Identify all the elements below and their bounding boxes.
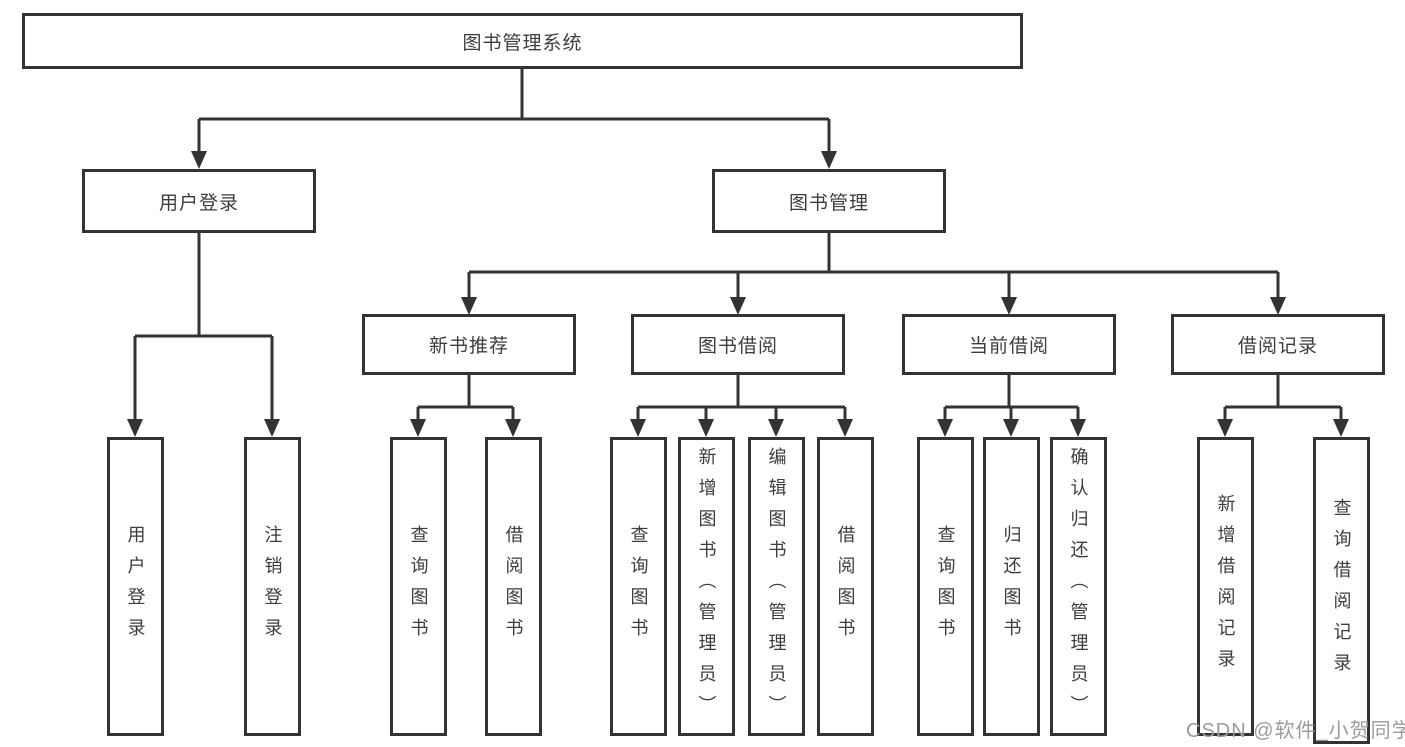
node-book-borrowing: 图书借阅 bbox=[631, 314, 845, 375]
node-current-borrowing-label: 当前借阅 bbox=[968, 336, 1049, 357]
leaf-newrec-query-books: 查询图书 bbox=[390, 437, 447, 736]
leaf-current-return-books: 归还图书 bbox=[983, 437, 1040, 736]
leaf-borrow-add-books-admin: 新增图书（管理员） bbox=[678, 437, 735, 736]
node-book-management: 图书管理 bbox=[712, 169, 946, 233]
csdn-watermark: CSDN @软件_小贺同学 bbox=[1186, 720, 1405, 742]
leaf-borrow-borrow-books: 借阅图书 bbox=[817, 437, 874, 736]
node-borrowing-records: 借阅记录 bbox=[1171, 314, 1385, 375]
leaf-newrec-borrow-books-label: 借阅图书 bbox=[503, 524, 524, 649]
leaf-user-login: 用户登录 bbox=[107, 437, 164, 736]
leaf-newrec-query-books-label: 查询图书 bbox=[408, 524, 429, 649]
leaf-user-login-label: 用户登录 bbox=[125, 524, 146, 649]
node-new-book-recommend-label: 新书推荐 bbox=[428, 336, 509, 357]
leaf-borrow-edit-books-admin: 编辑图书（管理员） bbox=[748, 437, 805, 736]
node-book-borrowing-label: 图书借阅 bbox=[697, 336, 778, 357]
leaf-borrow-edit-books-admin-label: 编辑图书（管理员） bbox=[766, 447, 787, 726]
leaf-records-query-record-label: 查询借阅记录 bbox=[1331, 497, 1352, 684]
node-borrowing-records-label: 借阅记录 bbox=[1237, 336, 1318, 357]
node-root: 图书管理系统 bbox=[22, 13, 1023, 69]
node-root-label: 图书管理系统 bbox=[462, 32, 583, 54]
leaf-logout: 注销登录 bbox=[244, 437, 301, 736]
leaf-current-query-books-label: 查询图书 bbox=[935, 524, 956, 649]
leaf-borrow-borrow-books-label: 借阅图书 bbox=[835, 524, 856, 649]
node-user-login: 用户登录 bbox=[82, 169, 316, 233]
node-user-login-label: 用户登录 bbox=[158, 192, 239, 214]
leaf-current-confirm-return-admin-label: 确认归还（管理员） bbox=[1068, 447, 1089, 726]
leaf-records-query-record: 查询借阅记录 bbox=[1313, 437, 1370, 744]
leaf-records-add-record: 新增借阅记录 bbox=[1197, 437, 1254, 736]
leaf-borrow-query-books-label: 查询图书 bbox=[628, 524, 649, 649]
leaf-current-return-books-label: 归还图书 bbox=[1001, 524, 1022, 649]
leaf-borrow-add-books-admin-label: 新增图书（管理员） bbox=[696, 447, 717, 726]
leaf-logout-label: 注销登录 bbox=[262, 524, 283, 649]
leaf-current-confirm-return-admin: 确认归还（管理员） bbox=[1050, 437, 1107, 736]
node-current-borrowing: 当前借阅 bbox=[902, 314, 1116, 375]
leaf-newrec-borrow-books: 借阅图书 bbox=[485, 437, 542, 736]
node-book-management-label: 图书管理 bbox=[788, 192, 869, 214]
leaf-records-add-record-label: 新增借阅记录 bbox=[1215, 493, 1236, 680]
leaf-current-query-books: 查询图书 bbox=[917, 437, 974, 736]
node-new-book-recommend: 新书推荐 bbox=[362, 314, 576, 375]
leaf-borrow-query-books: 查询图书 bbox=[610, 437, 667, 736]
